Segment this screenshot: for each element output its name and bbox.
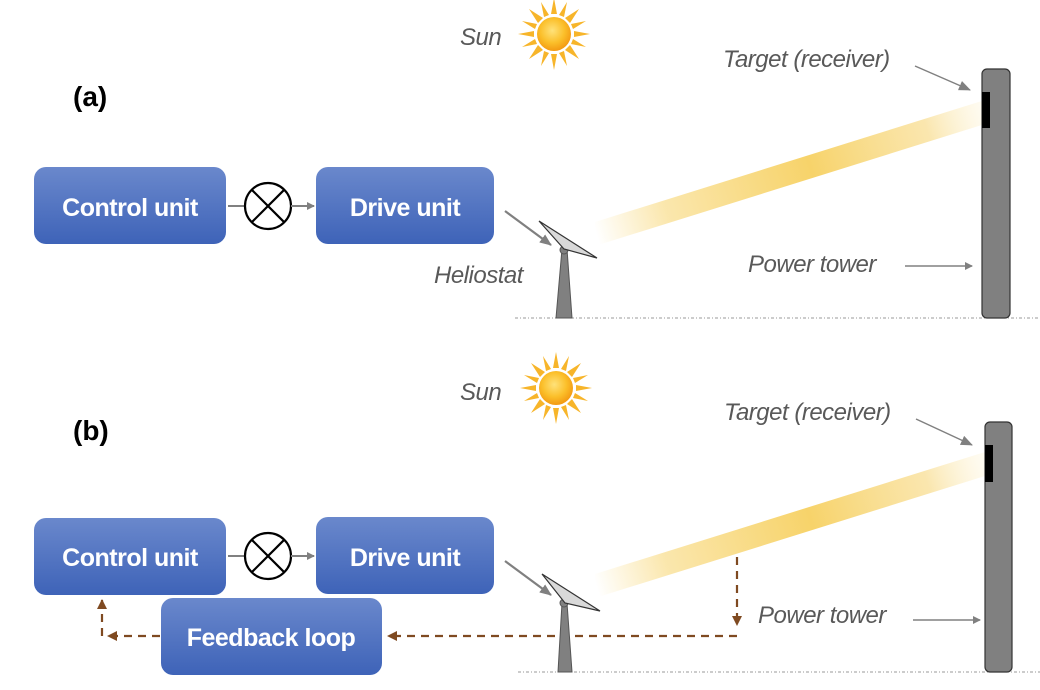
target-arrow <box>915 418 973 446</box>
power-tower <box>984 421 1013 673</box>
control-unit-label: Control unit <box>62 544 199 572</box>
panel-b: (b) Control unit Drive unit Feedback loo… <box>34 352 1040 675</box>
sun-icon <box>520 352 592 424</box>
drive-unit-label: Drive unit <box>350 544 461 572</box>
sun-icon <box>518 0 590 70</box>
receiver-target <box>985 445 993 482</box>
control-unit-box: Control unit <box>34 167 226 244</box>
heliostat-icon <box>538 220 598 319</box>
arrow-to-heliostat <box>504 210 552 246</box>
reflected-sunbeam <box>595 452 985 598</box>
target-label: Target (receiver) <box>723 46 890 73</box>
receiver-target <box>982 92 990 128</box>
feedback-loop-label: Feedback loop <box>187 624 356 652</box>
summing-junction-icon <box>243 181 293 231</box>
target-arrow <box>914 65 971 91</box>
heliostat-label: Heliostat <box>434 262 525 289</box>
drive-unit-box: Drive unit <box>316 167 494 244</box>
tower-label: Power tower <box>748 251 877 278</box>
control-unit-box: Control unit <box>34 518 226 595</box>
reflected-sunbeam <box>595 100 985 246</box>
arrow-to-heliostat <box>504 560 552 596</box>
feedback-loop-box: Feedback loop <box>161 598 382 675</box>
panel-a-label: (a) <box>73 81 107 112</box>
summing-junction-icon <box>243 531 293 581</box>
power-tower <box>981 68 1011 319</box>
sun-label: Sun <box>460 379 501 406</box>
target-label: Target (receiver) <box>724 399 891 426</box>
panel-a: (a) Control unit Drive unit Sun <box>34 0 1040 319</box>
drive-unit-label: Drive unit <box>350 194 461 222</box>
control-unit-label: Control unit <box>62 194 199 222</box>
heliostat-icon <box>541 573 601 673</box>
panel-b-label: (b) <box>73 415 109 446</box>
tower-label: Power tower <box>758 602 887 629</box>
drive-unit-box: Drive unit <box>316 517 494 594</box>
sun-label: Sun <box>460 24 501 51</box>
